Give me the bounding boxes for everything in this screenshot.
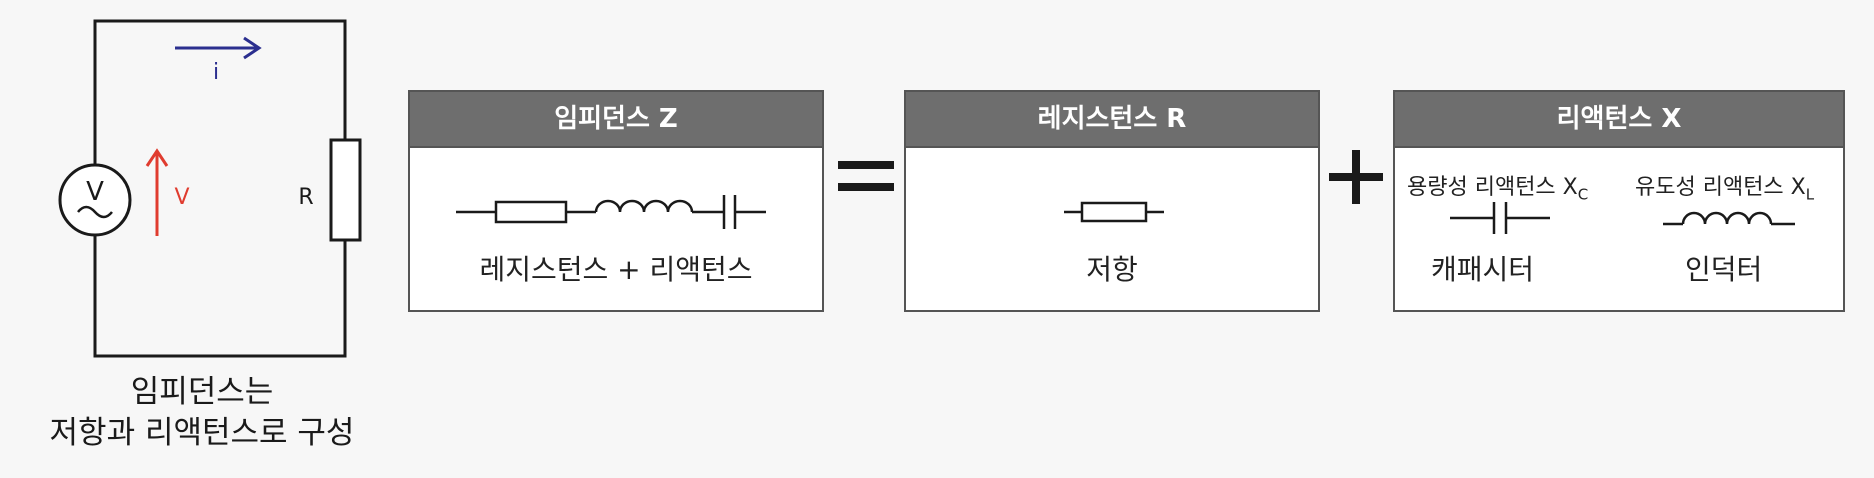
reactance-title: 리액턴스 X xyxy=(1395,92,1843,148)
circuit-wire-bottom xyxy=(93,234,347,358)
inductive-reactance-heading: 유도성 리액턴스 XL xyxy=(1635,175,1815,204)
circuit-wire-top xyxy=(93,19,347,165)
caption-line-2: 저항과 리액턴스로 구성 xyxy=(49,415,355,451)
resistor-label: R xyxy=(298,185,313,210)
impedance-title: 임피던스 Z xyxy=(410,92,822,148)
impedance-box: 임피던스 Z 레지스턴스 + 리액턴스 xyxy=(408,90,824,312)
voltage-label: V xyxy=(174,185,189,210)
circuit-caption: 임피던스는 저항과 리액턴스로 구성 xyxy=(0,372,404,454)
resistance-label: 저항 xyxy=(1086,253,1138,286)
resistor-icon xyxy=(1064,201,1164,223)
circuit-diagram: V i V R xyxy=(58,19,362,358)
ac-source-icon xyxy=(58,163,132,237)
impedance-label: 레지스턴스 + 리액턴스 xyxy=(479,253,753,286)
reactance-box: 리액턴스 X 용량성 리액턴스 XC 캐패시터 유도성 리액턴스 XL 인덕터 xyxy=(1393,90,1845,312)
plus-icon xyxy=(1329,150,1383,204)
resistance-box: 레지스턴스 R 저항 xyxy=(904,90,1320,312)
capacitor-label: 캐패시터 xyxy=(1431,253,1535,286)
resistance-title: 레지스턴스 R xyxy=(906,92,1318,148)
capacitive-reactance-heading: 용량성 리액턴스 XC xyxy=(1407,175,1589,204)
series-rlc-symbol xyxy=(456,195,766,229)
inductor-label: 인덕터 xyxy=(1685,253,1763,286)
caption-line-1: 임피던스는 xyxy=(130,374,274,410)
current-label: i xyxy=(213,60,219,85)
voltage-arrow-icon xyxy=(145,148,169,236)
inductor-icon xyxy=(1663,211,1795,226)
resistor-symbol xyxy=(329,138,362,242)
current-arrow-icon xyxy=(175,36,262,60)
source-label: V xyxy=(86,177,104,207)
equals-icon xyxy=(838,161,894,191)
capacitor-icon xyxy=(1450,202,1550,234)
